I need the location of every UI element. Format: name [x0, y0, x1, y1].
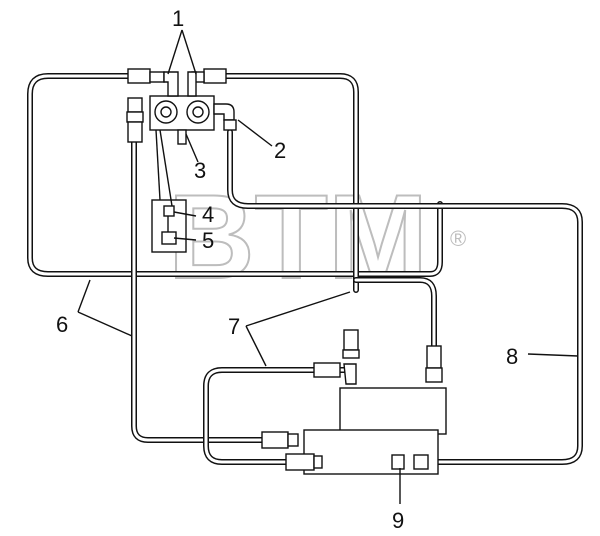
watermark-registered-mark: ®	[450, 226, 466, 251]
hose-7	[203, 367, 349, 465]
valve-block	[149, 95, 215, 145]
label-7: 7	[228, 314, 240, 339]
hose-6-upper-loop	[27, 73, 443, 277]
leader-lines	[77, 29, 579, 504]
side-fitting	[213, 103, 237, 131]
hose-upper-right-loop	[219, 73, 359, 293]
lower-assembly	[261, 387, 447, 475]
label-8: 8	[506, 344, 518, 369]
hose-8	[227, 129, 583, 465]
hose-right-drop	[353, 277, 437, 353]
label-2: 2	[274, 138, 286, 163]
hose-6-lower	[131, 137, 265, 443]
label-3: 3	[194, 158, 206, 183]
bracket-bolt	[151, 129, 187, 253]
left-valve-fitting	[126, 97, 144, 143]
right-hose-fitting	[425, 345, 443, 383]
label-5: 5	[202, 228, 214, 253]
label-1: 1	[172, 6, 184, 31]
label-6: 6	[56, 312, 68, 337]
label-9: 9	[392, 508, 404, 533]
elbow-fittings	[127, 68, 227, 97]
label-4: 4	[202, 202, 214, 227]
mid-hose-fitting	[313, 329, 360, 385]
